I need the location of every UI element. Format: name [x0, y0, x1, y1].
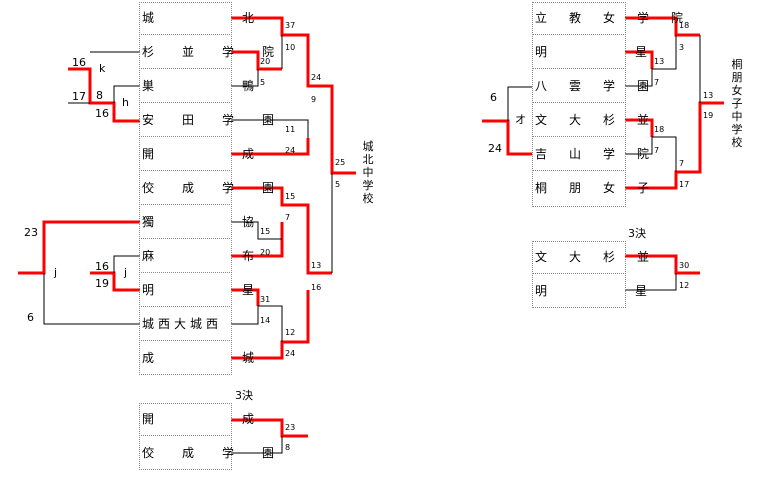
team-row: 文 大 杉 並: [532, 241, 649, 274]
score-label: 18: [654, 125, 665, 134]
prelim-label: k: [99, 62, 106, 75]
team-row: 麻 布: [139, 240, 254, 273]
score-label: 7: [654, 146, 660, 155]
score-label: 15: [260, 227, 271, 236]
team-row: 開 成: [139, 138, 254, 171]
third-place-box: [139, 403, 232, 470]
prelim-score: 17: [72, 90, 86, 103]
score-label: 20: [260, 248, 271, 257]
team-row: 佼 成 学 園: [142, 446, 283, 460]
team-row: 巣 鴨: [139, 70, 254, 103]
loser-lines: [43, 35, 701, 454]
team-row: 明 星: [139, 274, 254, 307]
score-label: 13: [311, 261, 322, 270]
team-row: 安 田 学 園: [139, 104, 274, 137]
left-bracket-box: [139, 2, 232, 375]
champion-name: 桐朋女子中学校: [731, 58, 743, 149]
score-label: 13: [654, 57, 665, 66]
score-label: 24: [285, 349, 296, 358]
prelim-score: 16: [95, 107, 109, 120]
prelim-label: オ: [515, 113, 526, 126]
winner-lines: [18, 16, 724, 438]
third-place-title: 3決: [235, 389, 253, 402]
team-row: 八 雲 学 園: [532, 70, 649, 103]
score-label: 24: [311, 73, 322, 82]
score-label: 16: [311, 283, 322, 292]
score-label: 12: [285, 328, 296, 337]
prelim-score: 8: [96, 89, 103, 102]
score-label: 24: [285, 146, 296, 155]
prelim-score: 6: [27, 311, 34, 324]
team-row: 佼 成 学 園: [139, 172, 274, 205]
team-row: 明 星: [532, 36, 647, 69]
score-label: 8: [285, 443, 291, 452]
score-label: 7: [285, 213, 291, 222]
score-label: 14: [260, 316, 271, 325]
prelim-score: 24: [488, 142, 502, 155]
prelim-score: 6: [490, 91, 497, 104]
score-label: 7: [654, 78, 660, 87]
score-label: 13: [703, 91, 714, 100]
team-row: 文 大 杉 並: [532, 104, 649, 137]
team-row: 明 星: [535, 284, 656, 298]
score-label: 30: [679, 261, 690, 270]
team-row: 城 北: [139, 2, 254, 35]
team-row: 立 教 女 学 院: [532, 2, 683, 35]
score-label: 31: [260, 295, 271, 304]
score-label: 3: [679, 43, 685, 52]
right-bracket-box: [532, 2, 626, 207]
prelim-score: 19: [95, 277, 109, 290]
score-label: 37: [285, 21, 296, 30]
prelim-label: j: [54, 266, 58, 279]
team-row: 杉 並 学 院: [139, 36, 274, 69]
score-label: 9: [311, 95, 317, 104]
champion-name: 城北中学校: [362, 140, 374, 205]
score-label: 17: [679, 180, 690, 189]
team-row: 開 成: [139, 403, 254, 436]
score-label: 10: [285, 43, 296, 52]
score-label: 20: [260, 57, 271, 66]
score-label: 19: [703, 111, 714, 120]
score-label: 25: [335, 158, 346, 167]
prelim-score: 23: [24, 226, 38, 239]
score-label: 5: [335, 180, 341, 189]
prelim-score: 16: [95, 260, 109, 273]
score-label: 18: [679, 21, 690, 30]
score-label: 15: [285, 192, 296, 201]
score-label: 11: [285, 125, 296, 134]
third-place-title: 3決: [628, 227, 646, 240]
score-label: 5: [260, 78, 266, 87]
team-row: 桐 朋 女 子: [535, 181, 655, 195]
team-row: 獨 協: [139, 206, 254, 239]
score-label: 23: [285, 423, 296, 432]
team-row: 吉 山 学 院: [532, 138, 649, 171]
prelim-score: 16: [72, 56, 86, 69]
score-label: 12: [679, 281, 690, 290]
team-row: 城西大城西: [139, 308, 232, 341]
third-place-box: [532, 241, 626, 308]
team-row: 成 城: [142, 351, 263, 365]
prelim-label: h: [122, 96, 129, 109]
prelim-label: j: [124, 266, 128, 279]
score-label: 7: [679, 159, 685, 168]
